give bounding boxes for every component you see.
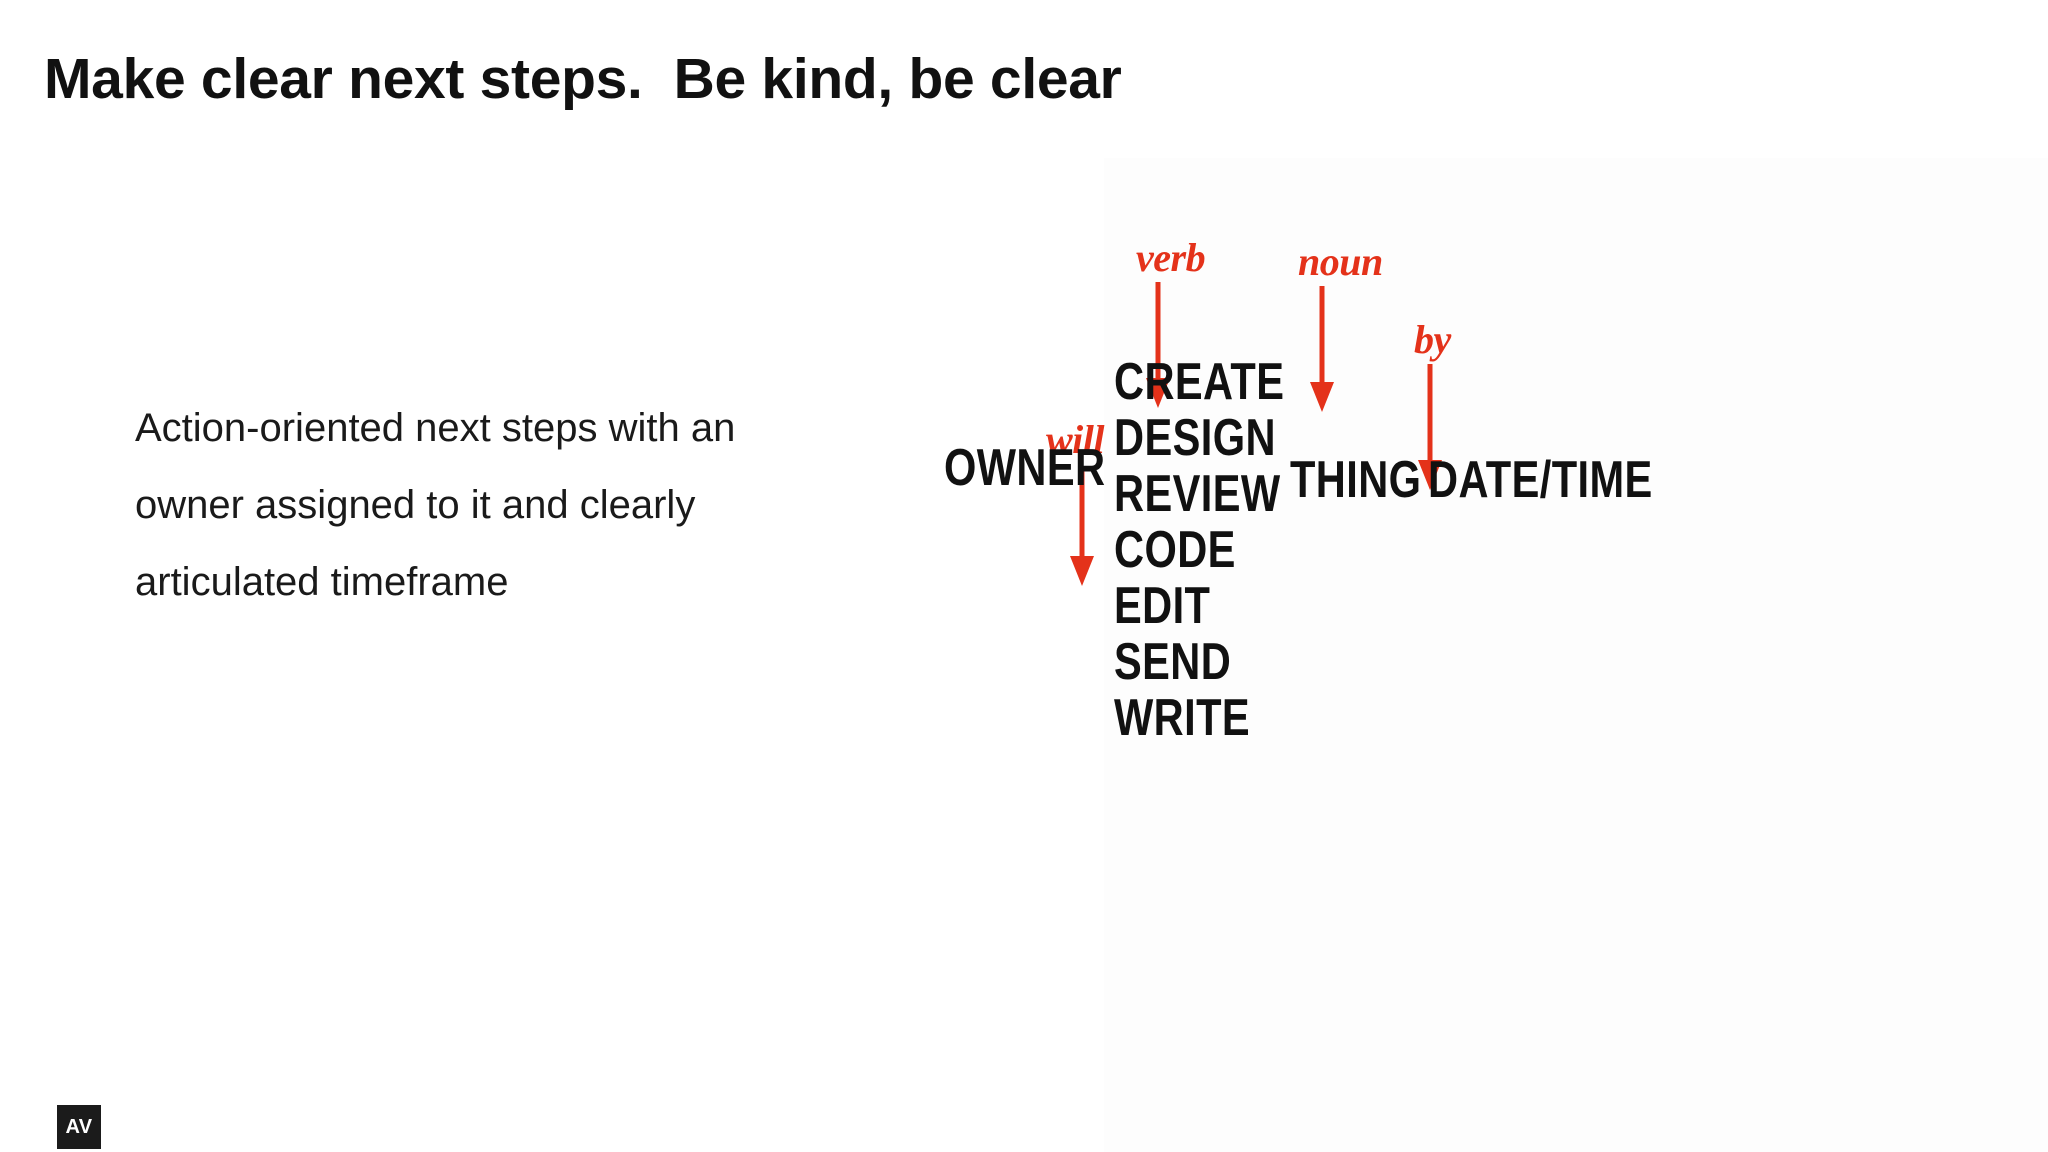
annotation-verb: verb xyxy=(1136,235,1206,280)
annotation-will: will xyxy=(1046,417,1105,462)
arrow-noun-icon xyxy=(1310,286,1334,412)
annotation-noun: noun xyxy=(1298,239,1383,284)
label-owner: OWNER xyxy=(944,439,1106,497)
verb-item: WRITE xyxy=(1114,689,1251,747)
av-logo-badge: AV xyxy=(57,1105,101,1149)
arrow-verb-icon xyxy=(1146,282,1170,408)
arrow-by-icon xyxy=(1418,364,1442,490)
annotation-by: by xyxy=(1414,317,1451,362)
verb-item: DESIGN xyxy=(1114,409,1276,467)
grammar-diagram: will verb noun by OWNER CREATE DESIGN xyxy=(944,158,2048,1152)
body-paragraph: Action-oriented next steps with an owner… xyxy=(135,406,736,604)
verb-list: CREATE DESIGN REVIEW CODE EDIT SEND WRIT… xyxy=(1114,354,1327,746)
verb-item: SEND xyxy=(1114,633,1232,691)
page-title: Make clear next steps. Be kind, be clear xyxy=(44,47,1122,111)
verb-item: CODE xyxy=(1114,521,1236,579)
verb-item: REVIEW xyxy=(1114,465,1281,523)
verb-item: CREATE xyxy=(1114,353,1285,411)
av-logo-text: AV xyxy=(65,1116,93,1138)
arrow-will-icon xyxy=(1070,468,1094,586)
label-thing: THING xyxy=(1290,451,1422,509)
label-date-time: DATE/TIME xyxy=(1428,451,1653,509)
verb-item: EDIT xyxy=(1114,577,1211,635)
